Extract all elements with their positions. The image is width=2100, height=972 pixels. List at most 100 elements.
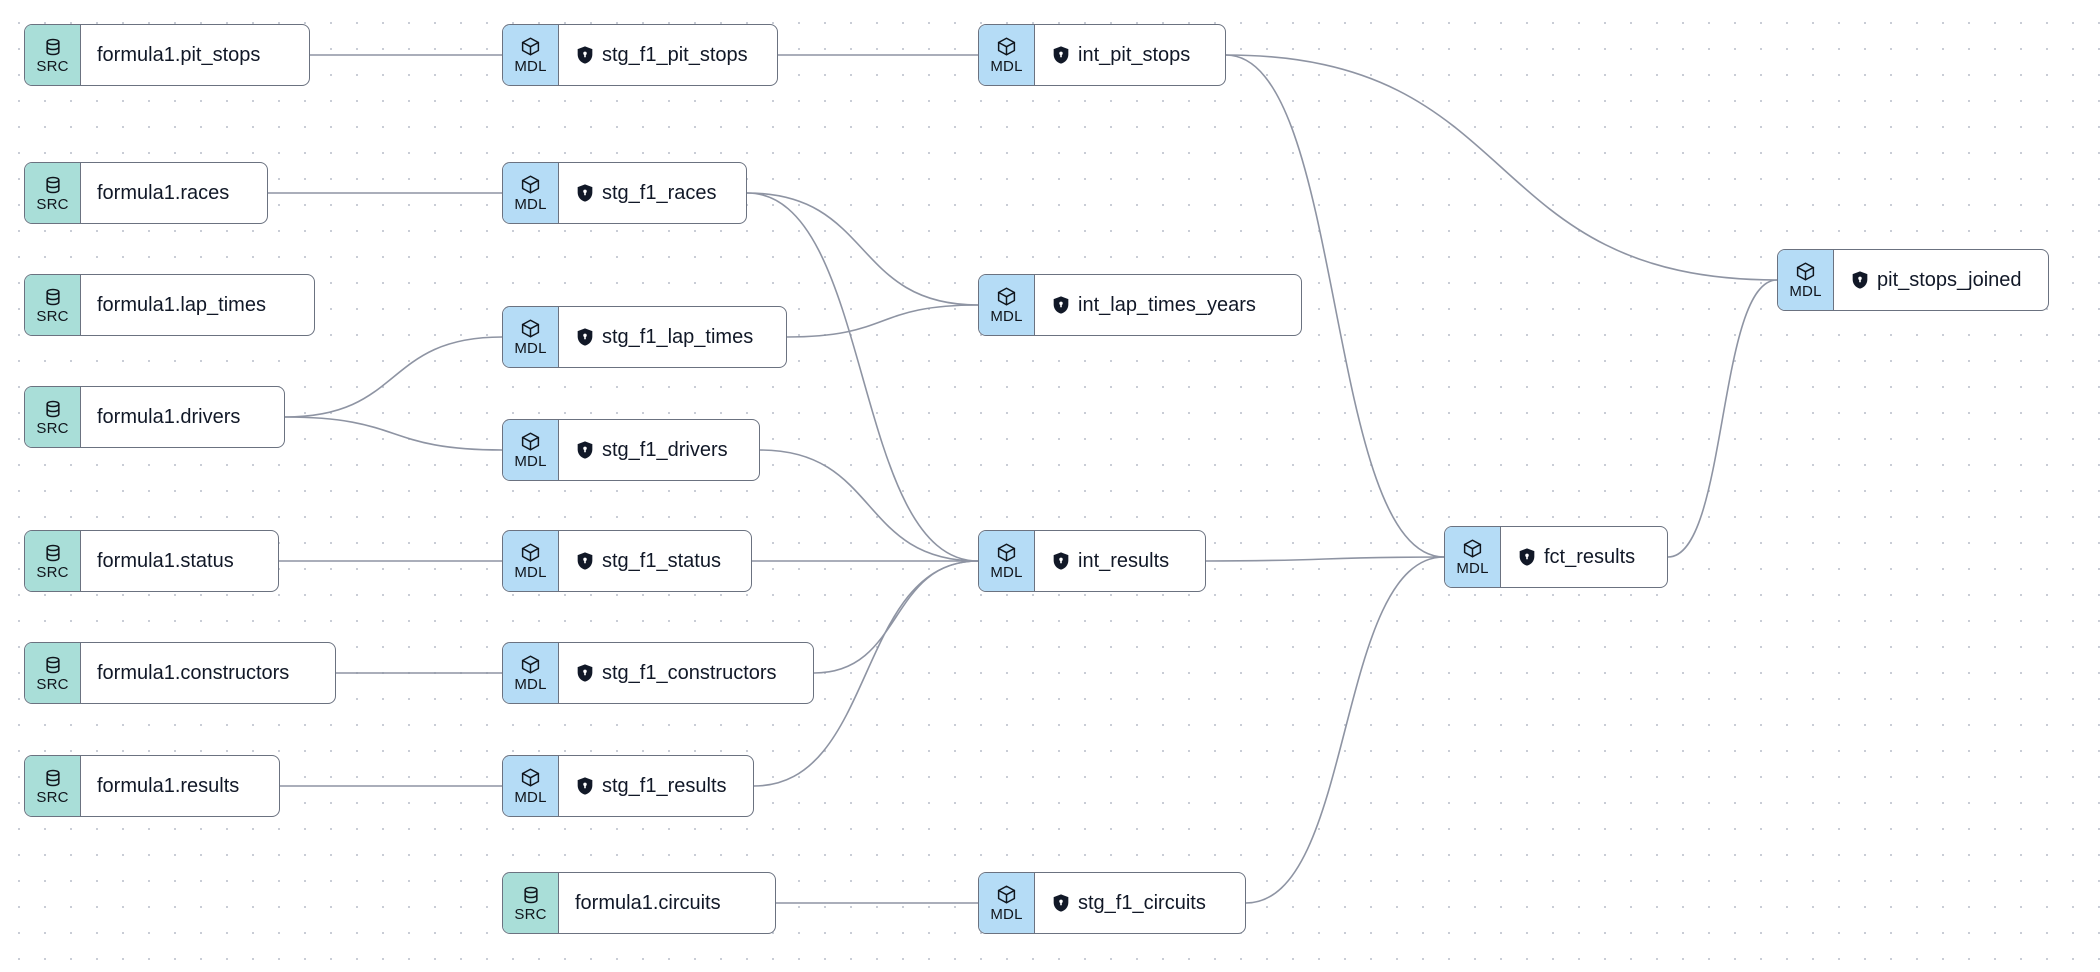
model-badge: MDL	[503, 163, 559, 223]
node-body: stg_f1_circuits	[1035, 873, 1245, 933]
badge-label: MDL	[990, 564, 1023, 581]
graph-node-src_results[interactable]: SRC formula1.results	[24, 755, 280, 817]
badge-label: MDL	[514, 564, 547, 581]
graph-node-int_pit_stops[interactable]: MDL int_pit_stops	[978, 24, 1226, 86]
node-body: int_lap_times_years	[1035, 275, 1301, 335]
badge-label: MDL	[990, 906, 1023, 923]
graph-node-stg_status[interactable]: MDL stg_f1_status	[502, 530, 752, 592]
badge-label: SRC	[36, 57, 69, 75]
model-badge: MDL	[503, 25, 559, 85]
cube-icon	[996, 884, 1017, 905]
shield-icon	[577, 664, 593, 682]
badge-label: MDL	[990, 308, 1023, 325]
model-badge: MDL	[503, 756, 559, 816]
node-body: formula1.constructors	[81, 643, 335, 703]
shield-icon	[1053, 46, 1069, 64]
model-badge: MDL	[979, 531, 1035, 591]
node-label: stg_f1_circuits	[1078, 892, 1206, 914]
cube-icon	[520, 767, 541, 788]
node-label: formula1.circuits	[575, 892, 721, 914]
edge-fct_results-to-pit_stops_joined	[1667, 279, 1778, 558]
node-body: formula1.lap_times	[81, 275, 314, 335]
graph-node-int_lap_times_yrs[interactable]: MDL int_lap_times_years	[978, 274, 1302, 336]
cube-icon	[520, 174, 541, 195]
edge-stg_races-to-int_results	[746, 192, 979, 562]
node-body: stg_f1_drivers	[559, 420, 759, 480]
node-body: stg_f1_results	[559, 756, 753, 816]
database-icon	[43, 768, 63, 788]
database-icon	[43, 37, 63, 57]
badge-label: SRC	[36, 675, 69, 693]
badge-label: SRC	[514, 905, 547, 923]
database-icon	[43, 399, 63, 419]
node-body: int_pit_stops	[1035, 25, 1225, 85]
edge-int_pit_stops-to-pit_stops_joined	[1225, 54, 1778, 281]
node-body: formula1.pit_stops	[81, 25, 309, 85]
shield-icon	[577, 184, 593, 202]
node-body: stg_f1_status	[559, 531, 751, 591]
node-body: fct_results	[1501, 527, 1667, 587]
shield-icon	[577, 46, 593, 64]
badge-label: MDL	[514, 453, 547, 470]
edge-src_drivers-to-stg_drivers	[284, 416, 503, 451]
node-label: formula1.drivers	[97, 406, 241, 428]
source-badge: SRC	[25, 643, 81, 703]
shield-icon	[1852, 271, 1868, 289]
cube-icon	[996, 36, 1017, 57]
edge-stg_circuits-to-fct_results	[1245, 556, 1445, 904]
badge-label: MDL	[1456, 560, 1489, 577]
graph-node-src_constructors[interactable]: SRC formula1.constructors	[24, 642, 336, 704]
node-label: stg_f1_pit_stops	[602, 44, 748, 66]
node-label: formula1.races	[97, 182, 230, 204]
badge-label: MDL	[514, 196, 547, 213]
database-icon	[43, 543, 63, 563]
graph-node-stg_circuits[interactable]: MDL stg_f1_circuits	[978, 872, 1246, 934]
graph-node-stg_results[interactable]: MDL stg_f1_results	[502, 755, 754, 817]
graph-node-stg_races[interactable]: MDL stg_f1_races	[502, 162, 747, 224]
node-label: formula1.lap_times	[97, 294, 266, 316]
graph-node-src_circuits[interactable]: SRC formula1.circuits	[502, 872, 776, 934]
badge-label: SRC	[36, 419, 69, 437]
graph-node-fct_results[interactable]: MDL fct_results	[1444, 526, 1668, 588]
cube-icon	[996, 286, 1017, 307]
node-label: int_pit_stops	[1078, 44, 1191, 66]
shield-icon	[577, 552, 593, 570]
source-badge: SRC	[25, 163, 81, 223]
cube-icon	[520, 431, 541, 452]
graph-node-src_drivers[interactable]: SRC formula1.drivers	[24, 386, 285, 448]
node-body: stg_f1_constructors	[559, 643, 813, 703]
node-label: formula1.constructors	[97, 662, 290, 684]
node-label: formula1.results	[97, 775, 240, 797]
source-badge: SRC	[503, 873, 559, 933]
edge-int_results-to-fct_results	[1205, 556, 1445, 562]
shield-icon	[577, 777, 593, 795]
model-badge: MDL	[979, 25, 1035, 85]
edge-stg_races-to-int_lap_times_yrs	[746, 192, 979, 306]
source-badge: SRC	[25, 756, 81, 816]
shield-icon	[1053, 894, 1069, 912]
badge-label: SRC	[36, 195, 69, 213]
source-badge: SRC	[25, 531, 81, 591]
edge-src_drivers-to-stg_lap_times	[284, 336, 503, 418]
graph-node-stg_drivers[interactable]: MDL stg_f1_drivers	[502, 419, 760, 481]
node-label: stg_f1_lap_times	[602, 326, 754, 348]
shield-icon	[1053, 552, 1069, 570]
badge-label: MDL	[514, 58, 547, 75]
edge-stg_constructors-to-int_results	[813, 560, 979, 674]
cube-icon	[520, 542, 541, 563]
graph-node-stg_pit_stops[interactable]: MDL stg_f1_pit_stops	[502, 24, 778, 86]
graph-node-src_pit_stops[interactable]: SRC formula1.pit_stops	[24, 24, 310, 86]
cube-icon	[520, 654, 541, 675]
shield-icon	[1053, 296, 1069, 314]
node-label: stg_f1_results	[602, 775, 727, 797]
model-badge: MDL	[979, 275, 1035, 335]
graph-node-src_races[interactable]: SRC formula1.races	[24, 162, 268, 224]
node-label: stg_f1_races	[602, 182, 717, 204]
